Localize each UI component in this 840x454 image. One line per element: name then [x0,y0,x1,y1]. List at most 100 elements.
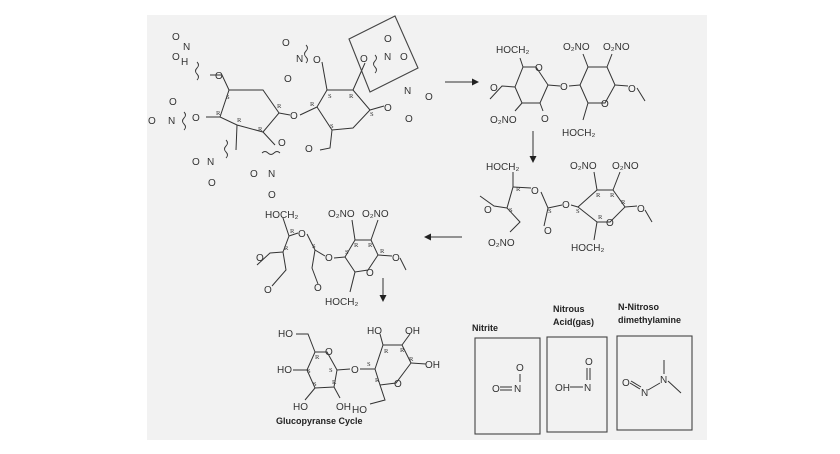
atom-label: O₂NO [328,209,355,220]
atom-label: O [560,82,568,93]
stereo-label: S [329,367,333,374]
stereo-label: R [375,377,380,384]
atom-label: O₂NO [612,161,639,172]
stereo-label: R [596,192,601,199]
atom-label: N [584,383,591,394]
atom-label: O [516,363,524,374]
atom-label: O [351,365,359,376]
stereo-label: S [313,381,317,388]
atom-label: O [484,205,492,216]
atom-label: N [384,52,391,63]
stereo-label: R [384,348,389,355]
atom-label: N [514,384,521,395]
atom-label: O [544,226,552,237]
atom-label: HOCH₂ [562,128,595,139]
atom-label: O [172,52,180,63]
stereo-label: R [258,126,263,133]
atom-label: HOCH₂ [265,210,298,221]
stereo-label: R [598,214,603,221]
stereo-label: S [328,93,332,100]
atom-label: O [492,384,500,395]
n-nitrosodimethylamine-box: N-Nitroso dimethylamine O N N [616,302,693,431]
atom-label: HOCH₂ [571,243,604,254]
stereo-label: R [354,242,359,249]
atom-label: N [168,116,175,127]
atom-label: O [601,99,609,110]
dialdehyde-structure: HOCH₂ O O O O O O₂NO O₂NO O O HOCH₂ R R … [256,209,407,308]
stereo-label: S [330,123,334,130]
atom-label: O [531,186,539,197]
stereo-label: R [621,199,626,206]
stereo-label: R [310,101,315,108]
stereo-label: R [290,228,295,235]
atom-label: O [250,169,258,180]
atom-label: O [490,83,498,94]
atom-label: H [181,57,188,68]
stereo-label: R [516,186,521,193]
nitrous-acid-box: Nitrous Acid(gas) O OH N [546,304,608,433]
atom-label: O [256,253,264,264]
ring-h [374,344,412,386]
stereo-label: R [368,242,373,249]
atom-label: O [148,116,156,127]
atom-label: N [641,388,648,399]
box-title: N-Nitroso [618,302,659,312]
atom-label: O [606,218,614,229]
atom-label: O [172,32,180,43]
diagram-canvas [147,15,707,440]
atom-label: O [405,114,413,125]
stereo-label: R [237,117,242,124]
ring-b [316,89,371,131]
atom-label: O₂NO [488,238,515,249]
atom-label: O [208,178,216,189]
box-title: Nitrite [472,323,498,333]
atom-label: O [425,92,433,103]
stereo-label: R [380,248,385,255]
atom-label: N [207,157,214,168]
atom-label: HO [277,365,292,376]
atom-label: O₂NO [570,161,597,172]
atom-label: OH [555,383,570,394]
atom-label: O [392,253,400,264]
atom-label: O [366,268,374,279]
atom-label: O [192,113,200,124]
atom-label: O [360,54,368,65]
atom-label: OH [405,326,420,337]
atom-label: O [215,71,223,82]
ring-opened-structure: HOCH₂ O O O₂NO O O O₂NO O₂NO O O HOCH₂ R… [479,161,653,254]
stereo-label: S [307,368,311,375]
atom-label: O [535,63,543,74]
atom-label: OH [425,360,440,371]
ring-c [514,66,549,104]
stereo-label: R [349,93,354,100]
glucopyranose-structure: HO O HO HO OH O HO OH OH O HO R S S S R … [276,326,440,426]
atom-label: O₂NO [563,42,590,53]
atom-label: O [622,378,630,389]
atom-label: O [384,103,392,114]
atom-label: O [394,379,402,390]
atom-label: O [313,55,321,66]
atom-label: HO [278,329,293,340]
atom-label: O [305,144,313,155]
atom-label: O [290,111,298,122]
atom-label: O₂NO [490,115,517,126]
atom-label: O [637,204,645,215]
stereo-label: S [345,249,349,256]
stereo-label: R [216,110,221,117]
glucopyranose-caption: Glucopyranse Cycle [276,416,363,426]
stereo-label: R [610,192,615,199]
atom-label: O [585,357,593,368]
atom-label: O [278,138,286,149]
atom-label: O [264,285,272,296]
box-title: Acid(gas) [553,317,594,327]
stereo-label: S [509,207,513,214]
atom-label: O [384,34,392,45]
stereo-label: R [277,103,282,110]
atom-label: N [296,54,303,65]
atom-label: O [628,84,636,95]
stereo-label: S [548,208,552,215]
atom-label: HO [367,326,382,337]
stereo-label: S [576,208,580,215]
atom-label: N [183,42,190,53]
